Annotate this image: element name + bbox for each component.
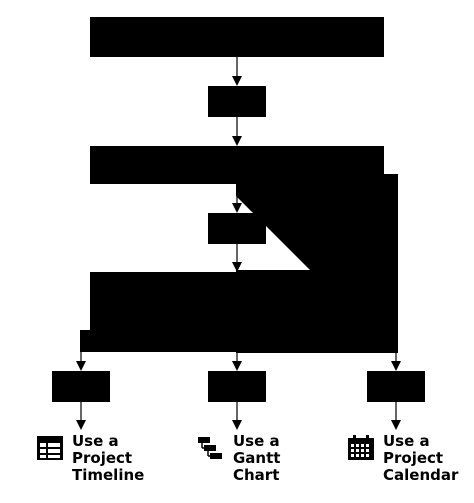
outcome-label-line: Project [383,449,444,467]
outcome-label-line: Calendar [383,466,459,484]
outcome-label-line: Project [72,449,133,467]
outcome-label-line: Gantt [233,449,281,467]
outcome-project-calendar: Use a Project Calendar [347,433,458,484]
outcome-label-line: Use a [233,432,280,450]
node-top-wide [90,17,384,57]
branch-bar-left [80,330,238,352]
calendar-icon [348,435,374,460]
outcome-label: Use a Project Timeline [72,433,144,484]
outcome-project-timeline: Use a Project Timeline [36,433,144,484]
outcome-label: Use a Project Calendar [383,433,458,484]
node-option-1 [52,371,110,402]
table-icon [37,436,63,460]
node-small-2 [208,213,266,244]
outcome-label-line: Timeline [72,466,145,484]
outcome-gantt-chart: Use a Gantt Chart [197,433,280,484]
outcome-label-line: Use a [383,432,430,450]
node-small-1 [208,86,266,117]
outcome-label-line: Use a [72,432,119,450]
outcome-label-line: Chart [233,466,280,484]
outcome-label: Use a Gantt Chart [233,433,280,484]
node-option-2 [208,371,266,402]
gantt-chart-icon [198,437,222,459]
node-option-3 [367,371,425,402]
